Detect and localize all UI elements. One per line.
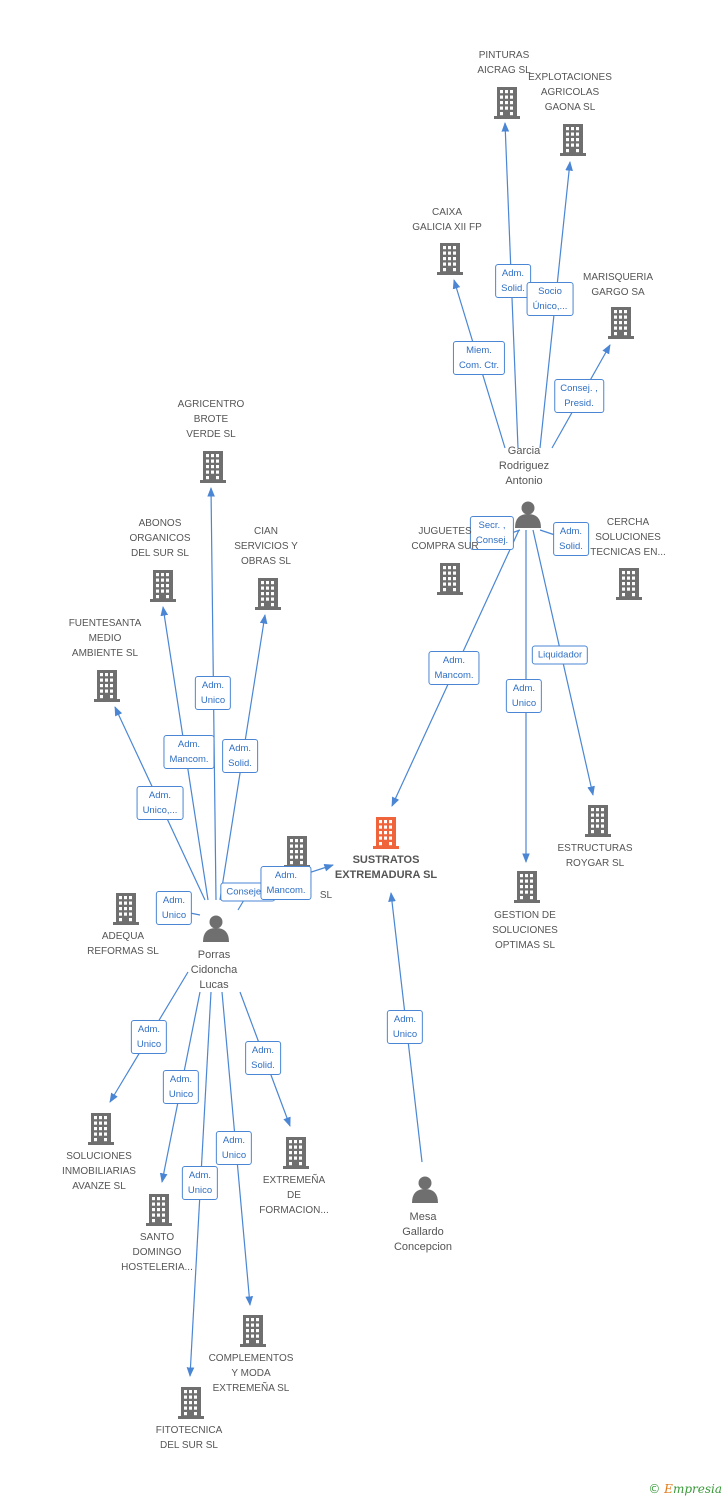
role-badge-porras-agricentro[interactable]: Adm.Unico (194, 676, 232, 710)
building-icon[interactable] (178, 1387, 204, 1419)
center-building-icon[interactable] (373, 817, 399, 849)
person-icon[interactable] (515, 501, 541, 529)
brand-footer: © Empresia (648, 1482, 722, 1496)
building-icon[interactable] (437, 563, 463, 595)
building-icon[interactable] (284, 836, 310, 868)
role-badge-garcia-estructuras[interactable]: Liquidador (531, 645, 589, 665)
building-icon[interactable] (283, 1137, 309, 1169)
role-badge-garcia-cercha[interactable]: Adm.Solid. (553, 522, 589, 556)
role-badge-porras-adequa[interactable]: Adm.Unico (155, 891, 193, 925)
role-badge-porras-fuentesanta[interactable]: Adm.Unico,... (136, 786, 184, 820)
role-badge-porras-sustratos[interactable]: Adm.Mancom. (260, 866, 312, 900)
role-badge-garcia-sustratos[interactable]: Adm.Mancom. (428, 651, 480, 685)
building-icon[interactable] (88, 1113, 114, 1145)
person-icon[interactable] (203, 915, 229, 943)
role-badge-garcia-gestion[interactable]: Adm.Unico (505, 679, 543, 713)
building-icon[interactable] (560, 124, 586, 156)
building-icon[interactable] (616, 568, 642, 600)
building-icon[interactable] (113, 893, 139, 925)
role-badge-porras-santo[interactable]: Adm.Unico (162, 1070, 200, 1104)
node-label-hidden_sl[interactable]: SL (319, 890, 333, 901)
role-badge-porras-cian[interactable]: Adm.Solid. (222, 739, 258, 773)
role-badge-garcia-caixa[interactable]: Miem.Com. Ctr. (452, 341, 506, 375)
building-icon[interactable] (146, 1194, 172, 1226)
role-badge-garcia-juguetes[interactable]: Secr. ,Consej. (469, 516, 515, 550)
role-badge-porras-fitotecnica[interactable]: Adm.Unico (181, 1166, 219, 1200)
building-icon[interactable] (514, 871, 540, 903)
building-icon[interactable] (240, 1315, 266, 1347)
person-icon[interactable] (412, 1176, 438, 1204)
copyright-icon: © (648, 1482, 661, 1496)
building-icon[interactable] (608, 307, 634, 339)
role-badge-porras-complementos[interactable]: Adm.Unico (215, 1131, 253, 1165)
building-icon[interactable] (585, 805, 611, 837)
building-icon[interactable] (494, 87, 520, 119)
role-badge-porras-abonos[interactable]: Adm.Mancom. (163, 735, 215, 769)
brand-logo[interactable]: Empresia (664, 1482, 722, 1496)
role-badge-garcia-marisqueria[interactable]: Consej. ,Presid. (554, 379, 604, 413)
role-badge-garcia-pinturas[interactable]: Adm.Solid. (495, 264, 531, 298)
building-icon[interactable] (437, 243, 463, 275)
role-badge-porras-soluciones[interactable]: Adm.Unico (130, 1020, 168, 1054)
building-icon[interactable] (94, 670, 120, 702)
building-icon[interactable] (255, 578, 281, 610)
role-badge-mesa-sustratos[interactable]: Adm.Unico (386, 1010, 424, 1044)
role-badge-porras-extremena[interactable]: Adm.Solid. (245, 1041, 281, 1075)
building-icon[interactable] (150, 570, 176, 602)
building-icon[interactable] (200, 451, 226, 483)
